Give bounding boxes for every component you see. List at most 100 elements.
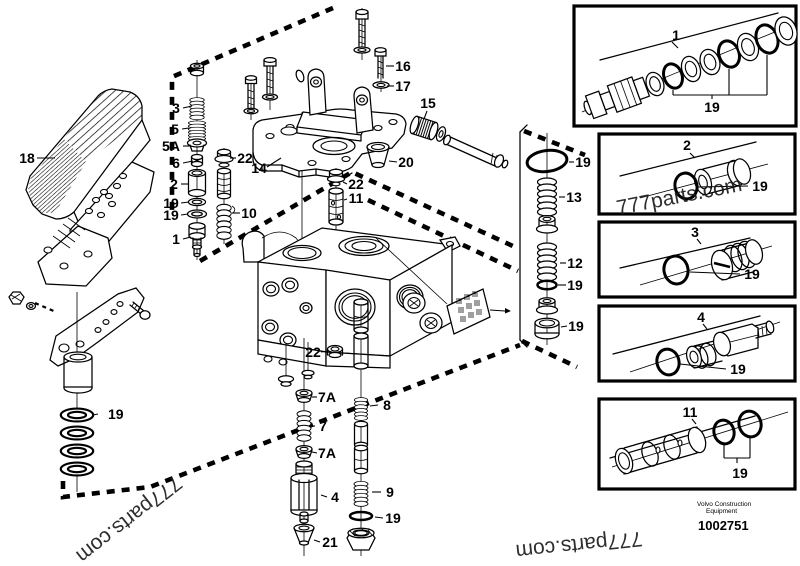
valve-4-part xyxy=(290,460,318,524)
plug-22-center xyxy=(326,168,346,187)
inset4-ring-label: 19 xyxy=(730,361,746,377)
inset3-label: 3 xyxy=(691,224,699,240)
sleeve-mid xyxy=(216,167,232,200)
spool-1 xyxy=(188,222,206,258)
inset-box-1: 1 19 xyxy=(572,4,798,128)
pedal-bracket-arm xyxy=(8,287,151,492)
arm-bolt xyxy=(129,301,151,320)
callout-7a-upper: 7A xyxy=(318,389,336,405)
callout-3: 3 xyxy=(172,100,180,116)
parts-column-left xyxy=(186,60,208,260)
callout-11-center: 11 xyxy=(349,190,364,206)
hex-nut xyxy=(346,527,376,551)
cone-21 xyxy=(293,523,315,546)
valve-body xyxy=(241,227,461,369)
callout-20: 20 xyxy=(398,154,414,170)
pedal-assembly xyxy=(25,88,155,287)
inset2-ring-label: 19 xyxy=(752,178,768,194)
inset4-label: 4 xyxy=(697,309,705,325)
spring-8 xyxy=(353,397,369,421)
relief-valve-part xyxy=(685,320,775,369)
inset1-label: 1 xyxy=(672,27,680,43)
cup-7a-lower xyxy=(295,444,313,460)
callout-7: 7 xyxy=(319,418,327,434)
footer-brand-line1: Volvo Construction xyxy=(697,501,752,508)
oring-19b xyxy=(186,209,208,219)
inset-box-4: 4 19 xyxy=(597,304,797,383)
spring-9 xyxy=(353,480,369,507)
inset2-label: 2 xyxy=(683,137,691,153)
callout-16: 16 xyxy=(395,58,411,74)
callout-2: 2 xyxy=(170,176,178,192)
callout-19a: 19 xyxy=(163,195,179,211)
parts-column-center xyxy=(326,168,346,256)
inset3-ring-label: 19 xyxy=(744,266,760,282)
callout-19-br: 19 xyxy=(385,510,401,526)
footer-brand-line2: Equipment xyxy=(706,508,737,515)
inset5-ring-label: 19 xyxy=(732,465,748,481)
callout-18: 18 xyxy=(19,150,35,166)
oring-19a xyxy=(187,197,207,207)
callout-22-left: 22 xyxy=(237,150,253,166)
plug-22-left xyxy=(214,148,234,168)
callout-19-col-mid: 19 xyxy=(567,277,583,293)
watermark-bottom-right: 777parts.com xyxy=(515,527,644,563)
callout-14: 14 xyxy=(251,160,267,176)
dashed-boundaries xyxy=(34,5,586,500)
callout-17: 17 xyxy=(395,78,411,94)
callout-7a-lower: 7A xyxy=(318,445,336,461)
roller-15 xyxy=(409,115,447,142)
spring-5 xyxy=(187,120,207,142)
bushing-2 xyxy=(187,168,207,198)
inset-box-5: 11 19 xyxy=(597,397,797,491)
parts-column-mid-left xyxy=(214,148,236,244)
callout-10: 10 xyxy=(241,205,257,221)
socket-plugs xyxy=(402,292,443,334)
spring-7 xyxy=(296,410,312,442)
threaded-plug-part xyxy=(710,239,764,281)
pin-rod xyxy=(442,134,509,169)
callout-1: 1 xyxy=(172,231,180,247)
roll-pin xyxy=(295,69,305,83)
cup-20 xyxy=(366,141,390,169)
right-column-bracket xyxy=(519,124,528,348)
mounting-bracket xyxy=(295,68,374,142)
callout-12: 12 xyxy=(567,255,583,271)
callout-21: 21 xyxy=(322,534,338,550)
footer: Volvo Construction Equipment 1002751 xyxy=(697,501,752,533)
spring-3 xyxy=(189,97,205,121)
callout-19-pedal: 19 xyxy=(108,406,124,422)
inset-box-2: 2 19 xyxy=(597,132,797,216)
sticker-label xyxy=(446,288,511,335)
column-bottom-right xyxy=(346,298,376,556)
cap-mid xyxy=(535,297,559,315)
cup-7a-upper xyxy=(295,388,313,404)
oring-large xyxy=(525,148,569,174)
ring-mid xyxy=(536,279,558,291)
callout-labels: 18 3 5 5A 6 2 19 19 1 22 10 14 16 17 15 … xyxy=(19,58,591,550)
callout-5a: 5A xyxy=(162,138,180,154)
sleeve-11 xyxy=(328,187,344,226)
sleeve-part xyxy=(614,426,707,475)
plug-22-bottom xyxy=(326,344,344,359)
bolt-c xyxy=(243,75,259,115)
callout-9: 9 xyxy=(386,484,394,500)
bolt-16 xyxy=(374,47,387,79)
footer-doc-number: 1002751 xyxy=(698,518,749,533)
plug-top xyxy=(189,62,205,77)
callout-6: 6 xyxy=(172,155,180,171)
inset5-label: 11 xyxy=(683,404,698,420)
oring-19-bottom-part xyxy=(348,510,374,522)
callout-8: 8 xyxy=(383,397,391,413)
cup-ring-bottom xyxy=(534,317,560,340)
pointer-arrowhead xyxy=(505,308,511,314)
arm-nut-washer xyxy=(8,291,37,311)
column-bottom-left xyxy=(277,338,344,556)
plug-6 xyxy=(190,153,204,168)
callout-19b: 19 xyxy=(163,207,179,223)
callout-15: 15 xyxy=(420,95,436,111)
washer-17 xyxy=(372,81,390,89)
spring-10 xyxy=(216,203,232,240)
